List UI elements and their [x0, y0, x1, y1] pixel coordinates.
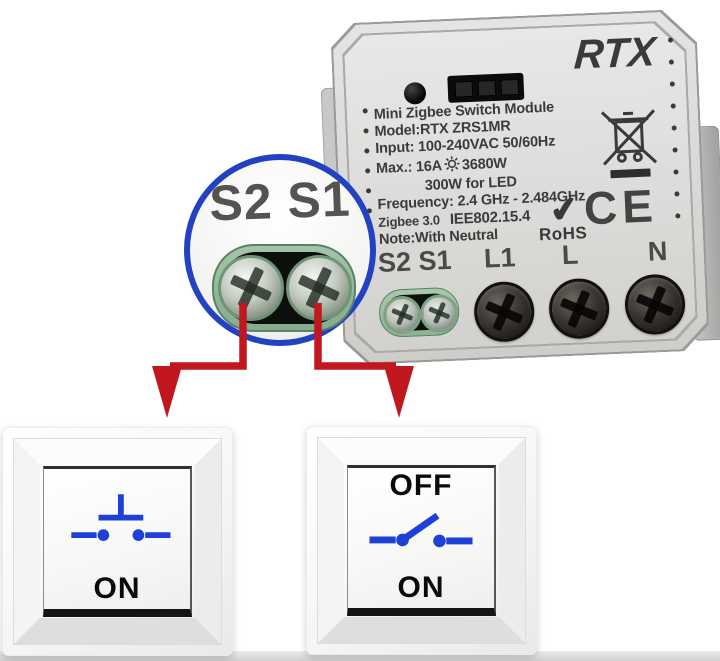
- s2-arrowhead-icon: [152, 366, 182, 418]
- callout-terminal-block: [212, 244, 356, 332]
- momentary-switch-rocker: ON: [43, 466, 192, 617]
- toggle-on-label: ON: [397, 571, 445, 604]
- lamp-icon: [444, 155, 461, 177]
- s2-screw-icon: [382, 295, 423, 335]
- brand-logo: RTX: [572, 28, 657, 78]
- surface-strip: [0, 651, 720, 661]
- spec-standard: IEE802.15.4: [449, 207, 531, 229]
- toggle-switch-rocker: OFF ON: [347, 465, 496, 616]
- terminal-zoom-callout: S2 S1: [184, 154, 376, 346]
- s1-arrowhead-icon: [384, 366, 414, 418]
- callout-s1-screw-icon: [286, 255, 352, 321]
- push-button-symbol-icon: [71, 494, 171, 541]
- spec-text-block: Mini Zigbee Switch Module Model:RTX ZRS1…: [374, 95, 680, 250]
- n-screw-terminal: [623, 273, 687, 336]
- connector-slot: [454, 80, 474, 98]
- header-connector-icon: [447, 72, 525, 103]
- momentary-on-label: ON: [93, 572, 141, 605]
- s1-screw-icon: [419, 293, 460, 334]
- terminal-label-l: L: [561, 239, 580, 271]
- toggle-switch-plate: OFF ON: [306, 426, 537, 655]
- connector-slot: [477, 79, 497, 97]
- weee-icon: [598, 104, 662, 191]
- connector-slot: [500, 78, 520, 96]
- terminal-label-n: N: [647, 235, 668, 267]
- signal-terminal-block: [378, 286, 461, 338]
- toggle-off-label: OFF: [389, 469, 453, 502]
- callout-label: S2 S1: [208, 170, 352, 232]
- switch-frame-bevel: [14, 439, 221, 644]
- toggle-switch-symbol-icon: [369, 512, 473, 548]
- terminal-label-s2s1: S2 S1: [377, 244, 453, 278]
- zigbee-module: RTX Mini Zigbee Switch Module Model:RTX …: [320, 8, 720, 365]
- l-screw-terminal: [547, 277, 611, 340]
- terminal-label-l1: L1: [483, 242, 517, 274]
- momentary-switch-plate: ON: [2, 427, 233, 656]
- spec-zigbee: Zigbee 3.0: [378, 212, 441, 231]
- l1-screw-terminal: [472, 280, 536, 344]
- callout-s2-screw-icon: [218, 255, 284, 321]
- ce-mark: CE: [582, 179, 659, 235]
- switch-frame-bevel: [318, 438, 525, 643]
